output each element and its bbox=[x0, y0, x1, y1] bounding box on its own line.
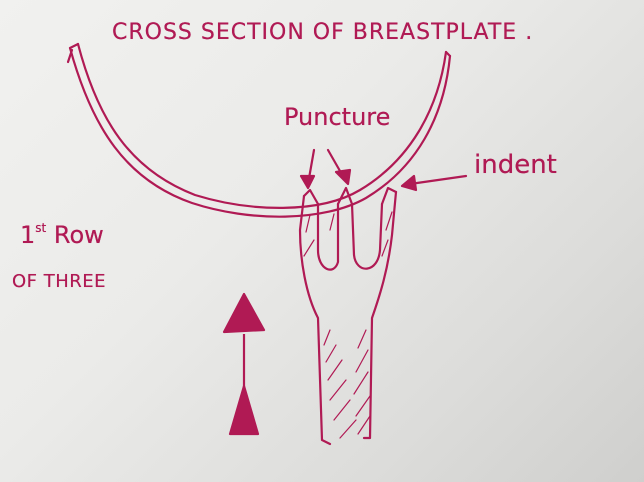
fork-handle-shading bbox=[303, 211, 393, 439]
row-group-label: OF THREE bbox=[12, 271, 107, 292]
puncture-arrowhead-right bbox=[334, 168, 352, 186]
up-arrow-tail bbox=[228, 384, 260, 436]
breastplate-right-end bbox=[444, 50, 452, 58]
up-arrow bbox=[222, 292, 266, 436]
fork-prong-gap-left bbox=[316, 202, 340, 271]
breastplate-outer-edge bbox=[76, 42, 448, 209]
breastplate-inner-edge bbox=[68, 46, 452, 218]
fork-prong-gap-right bbox=[350, 202, 384, 270]
puncture-label: Puncture bbox=[284, 103, 391, 131]
indent-arrow bbox=[400, 174, 468, 192]
puncture-arrows bbox=[299, 148, 352, 190]
diagram-title: CROSS SECTION OF BREASTPLATE . bbox=[112, 20, 534, 45]
fork-tool bbox=[298, 186, 398, 446]
row-word: Row bbox=[53, 221, 104, 249]
puncture-arrowhead-left bbox=[299, 174, 316, 190]
fork-outline bbox=[298, 190, 398, 446]
up-arrow-head bbox=[222, 292, 266, 334]
fork-prong-tips bbox=[302, 186, 398, 206]
breastplate-left-end bbox=[66, 42, 80, 64]
indent-label: indent bbox=[474, 150, 557, 180]
row-ordinal-suffix: st bbox=[35, 221, 47, 235]
row-ordinal: 1 bbox=[20, 221, 36, 249]
breastplate-cross-section bbox=[66, 42, 452, 218]
row-label: 1st Row bbox=[20, 222, 104, 247]
indent-arrowhead bbox=[400, 174, 418, 192]
indent-arrow-shaft bbox=[408, 174, 468, 186]
